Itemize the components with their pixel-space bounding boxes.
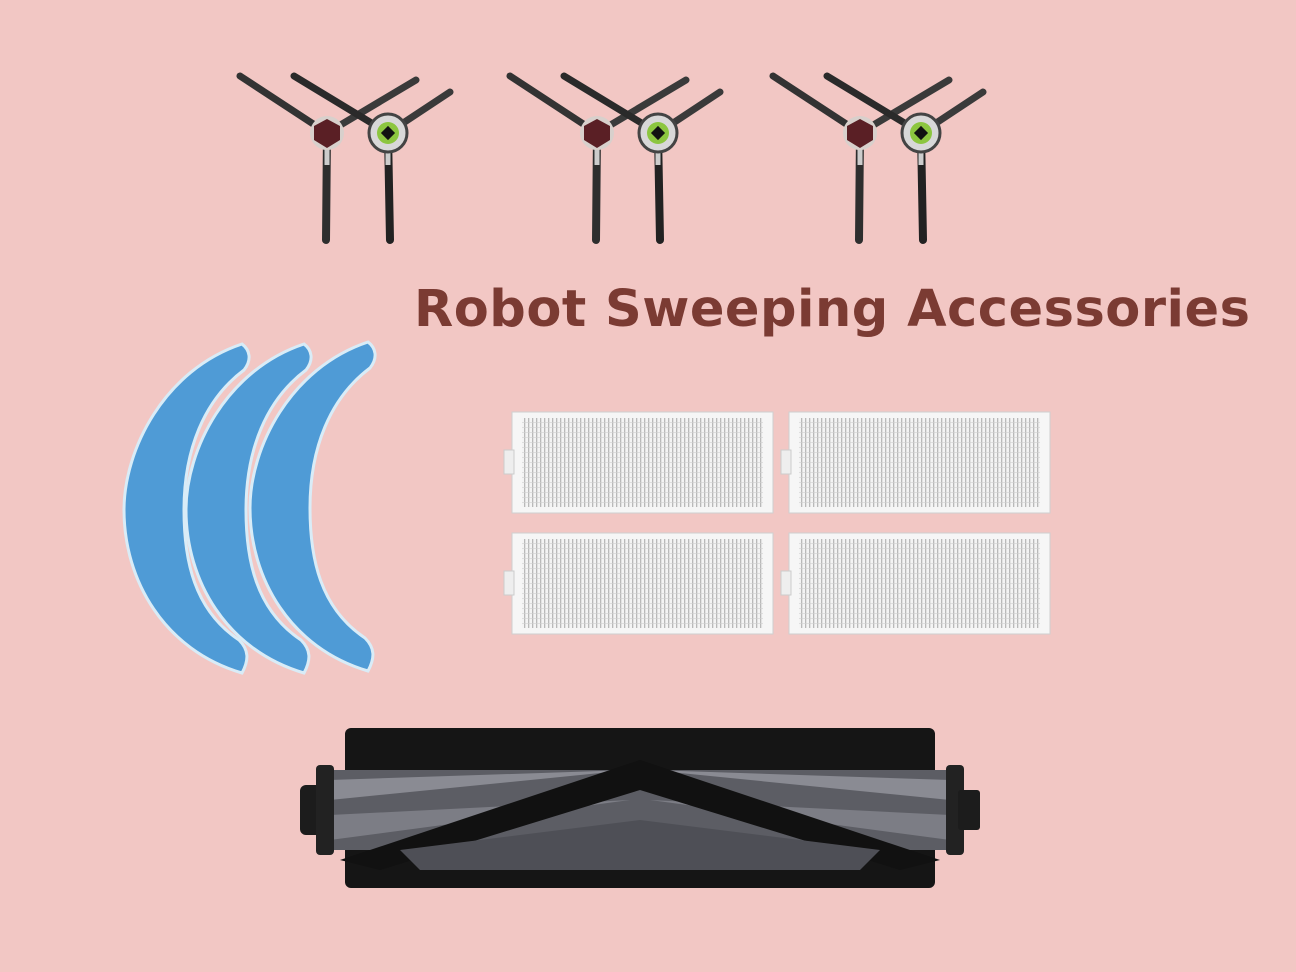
side-brush-pair-1 <box>240 76 450 240</box>
side-brush-pair-3 <box>773 76 983 240</box>
hepa-filter <box>780 411 1051 514</box>
page-title: Robot Sweeping Accessories <box>414 280 1251 339</box>
hepa-filter <box>503 411 774 514</box>
mop-pads <box>122 340 377 675</box>
main-roller-brush <box>300 728 980 888</box>
hepa-filters <box>503 411 1051 635</box>
hepa-filter <box>503 532 774 635</box>
side-brush-pair-2 <box>510 76 720 240</box>
hepa-filter <box>780 532 1051 635</box>
